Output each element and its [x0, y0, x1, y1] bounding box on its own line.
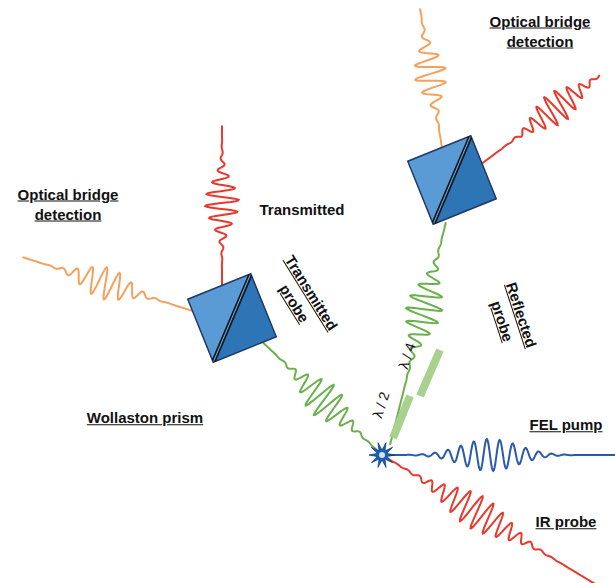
beams: [22, 8, 615, 583]
half-wave-plate: [393, 396, 410, 438]
label: λ / 2: [368, 390, 393, 421]
prism-half: [188, 274, 277, 363]
label: FEL pump: [529, 415, 602, 435]
label: λ / 4: [394, 341, 419, 372]
label: Wollaston prism: [87, 408, 203, 428]
right-wollaston-prism: [408, 136, 497, 225]
label: IR probe: [536, 512, 597, 532]
right-orange-output: [415, 8, 446, 148]
prism-interface: [410, 138, 496, 224]
left-wollaston-prism: [188, 274, 277, 363]
prism-half: [188, 274, 277, 363]
sample-core: [379, 452, 385, 458]
prism-half: [408, 136, 497, 225]
sample-spot: [369, 443, 395, 468]
label: Optical bridge detection: [8, 185, 128, 224]
label: Reflected probe: [480, 269, 545, 367]
prism-interface: [188, 274, 274, 360]
label: Transmitted: [259, 200, 344, 220]
label: Optical bridge detection: [480, 12, 600, 51]
left-orange-output: [22, 257, 196, 312]
prism-half: [408, 136, 497, 225]
ir-probe-beam: [382, 455, 605, 583]
reflected-probe-beam: [390, 222, 446, 445]
prism-outline: [408, 136, 497, 225]
prism-interface: [190, 276, 276, 362]
quarter-wave-plate: [420, 350, 440, 396]
prism-outline: [188, 274, 277, 363]
fel-pump-beam: [383, 439, 615, 471]
prism-interface: [408, 136, 494, 222]
right-red-output: [480, 75, 600, 165]
wollaston-prisms: [188, 136, 497, 363]
transmitted-probe-beam: [256, 336, 382, 455]
sample-star: [369, 443, 395, 468]
left-red-output: [205, 126, 238, 288]
